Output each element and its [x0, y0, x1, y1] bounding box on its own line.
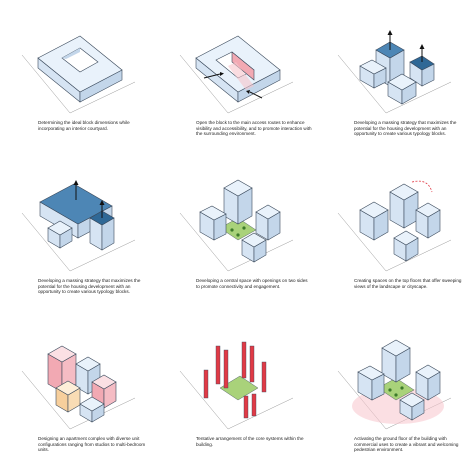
block-top — [359, 59, 387, 75]
ground-line — [337, 212, 387, 272]
ground-line — [227, 397, 294, 430]
courtyard-wall — [62, 48, 80, 59]
core-shaft — [261, 361, 267, 393]
step-2-panel: Open the block to the main access routes… — [158, 0, 316, 158]
core-shaft — [249, 345, 255, 383]
ground-line — [337, 54, 387, 114]
ground-line — [179, 370, 229, 430]
step-9-panel: Activating the ground floor of the build… — [316, 316, 474, 474]
arrowhead-icon — [73, 180, 79, 185]
step-1-diagram — [21, 35, 136, 114]
step-2-diagram — [179, 35, 294, 114]
tree-icon — [242, 226, 246, 230]
unit-block-top — [55, 380, 81, 396]
tree-icon — [400, 386, 404, 390]
front-block-top — [399, 392, 425, 408]
step-8-panel: Tentative arrangement of the core system… — [158, 316, 316, 474]
ground-line — [179, 54, 229, 114]
block-top — [199, 205, 227, 221]
tree-icon — [236, 233, 240, 237]
front-block-top — [393, 230, 419, 246]
core-shaft — [251, 393, 257, 417]
step-3-diagram — [337, 30, 452, 114]
ground-line — [21, 54, 71, 114]
arrowhead-icon — [246, 90, 250, 94]
step-3-caption: Developing a massing strategy that maxim… — [354, 120, 457, 137]
step-9-diagram — [337, 339, 452, 430]
arrowhead-icon — [220, 72, 224, 76]
small-block-top — [47, 220, 73, 236]
step-1-panel: Determining the ideal block dimensions w… — [0, 0, 158, 158]
tree-icon — [230, 228, 234, 232]
arrowhead-icon — [419, 44, 425, 49]
step-1-caption: Determining the ideal block dimensions w… — [38, 120, 130, 131]
ground-line — [385, 81, 452, 114]
tree-icon — [394, 393, 398, 397]
step-7-panel: Designing an apartment complex with dive… — [0, 316, 158, 474]
ground-line — [21, 212, 71, 272]
access-cut-wall — [231, 51, 255, 81]
blue-block-top — [409, 55, 435, 71]
unit-block-top — [79, 396, 105, 412]
l-block-top — [39, 183, 113, 225]
step-6-panel: Creating spaces on the top floors that o… — [316, 158, 474, 316]
step-9-caption: Activating the ground floor of the build… — [354, 436, 459, 453]
tall-block-top — [381, 339, 411, 357]
ground-line — [385, 239, 452, 272]
unit-block-top — [75, 356, 101, 372]
step-3-panel: Developing a massing strategy that maxim… — [316, 0, 474, 158]
unit-block-top — [91, 374, 117, 390]
block-top — [359, 201, 389, 219]
access-route — [228, 62, 254, 90]
core-shaft — [223, 349, 229, 389]
tree-icon — [388, 388, 392, 392]
ground-line — [21, 370, 71, 430]
step-4-diagram — [21, 180, 136, 272]
access-arrow-right — [249, 91, 263, 99]
central-green-space — [219, 375, 259, 401]
block-top — [357, 365, 385, 381]
front-block-top — [387, 73, 417, 91]
block-top — [415, 364, 441, 380]
step-7-diagram — [21, 345, 136, 430]
front-block-top — [241, 232, 267, 248]
step-8-diagram — [179, 341, 294, 430]
core-shaft — [215, 345, 221, 385]
arrowhead-icon — [387, 30, 393, 35]
core-shaft — [241, 341, 247, 379]
step-4-panel: Developing a massing strategy that maxim… — [0, 158, 158, 316]
access-arrow-left — [203, 73, 221, 79]
step-6-caption: Creating spaces on the top floors that o… — [354, 278, 462, 289]
tall-block-top — [223, 179, 253, 197]
unit-block-top — [47, 345, 77, 363]
step-7-caption: Designing an apartment complex with dive… — [38, 436, 146, 453]
ground-line — [69, 81, 136, 114]
core-shaft — [243, 395, 249, 419]
step-6-diagram — [337, 180, 452, 272]
block-top — [415, 202, 441, 218]
step-5-panel: Developing a central space with openings… — [158, 158, 316, 316]
arrowhead-icon — [99, 200, 105, 205]
step-5-diagram — [179, 179, 294, 272]
core-shaft — [203, 369, 209, 399]
block-top — [255, 204, 281, 220]
step-2-caption: Open the block to the main access routes… — [196, 120, 312, 137]
step-4-caption: Developing a massing strategy that maxim… — [38, 278, 141, 295]
step-8-caption: Tentative arrangement of the core system… — [196, 436, 304, 447]
ground-line — [179, 212, 229, 272]
ground-line — [69, 239, 136, 272]
tall-block-top — [389, 183, 419, 201]
step-5-caption: Developing a central space with openings… — [196, 278, 308, 289]
central-green-space — [377, 377, 415, 401]
